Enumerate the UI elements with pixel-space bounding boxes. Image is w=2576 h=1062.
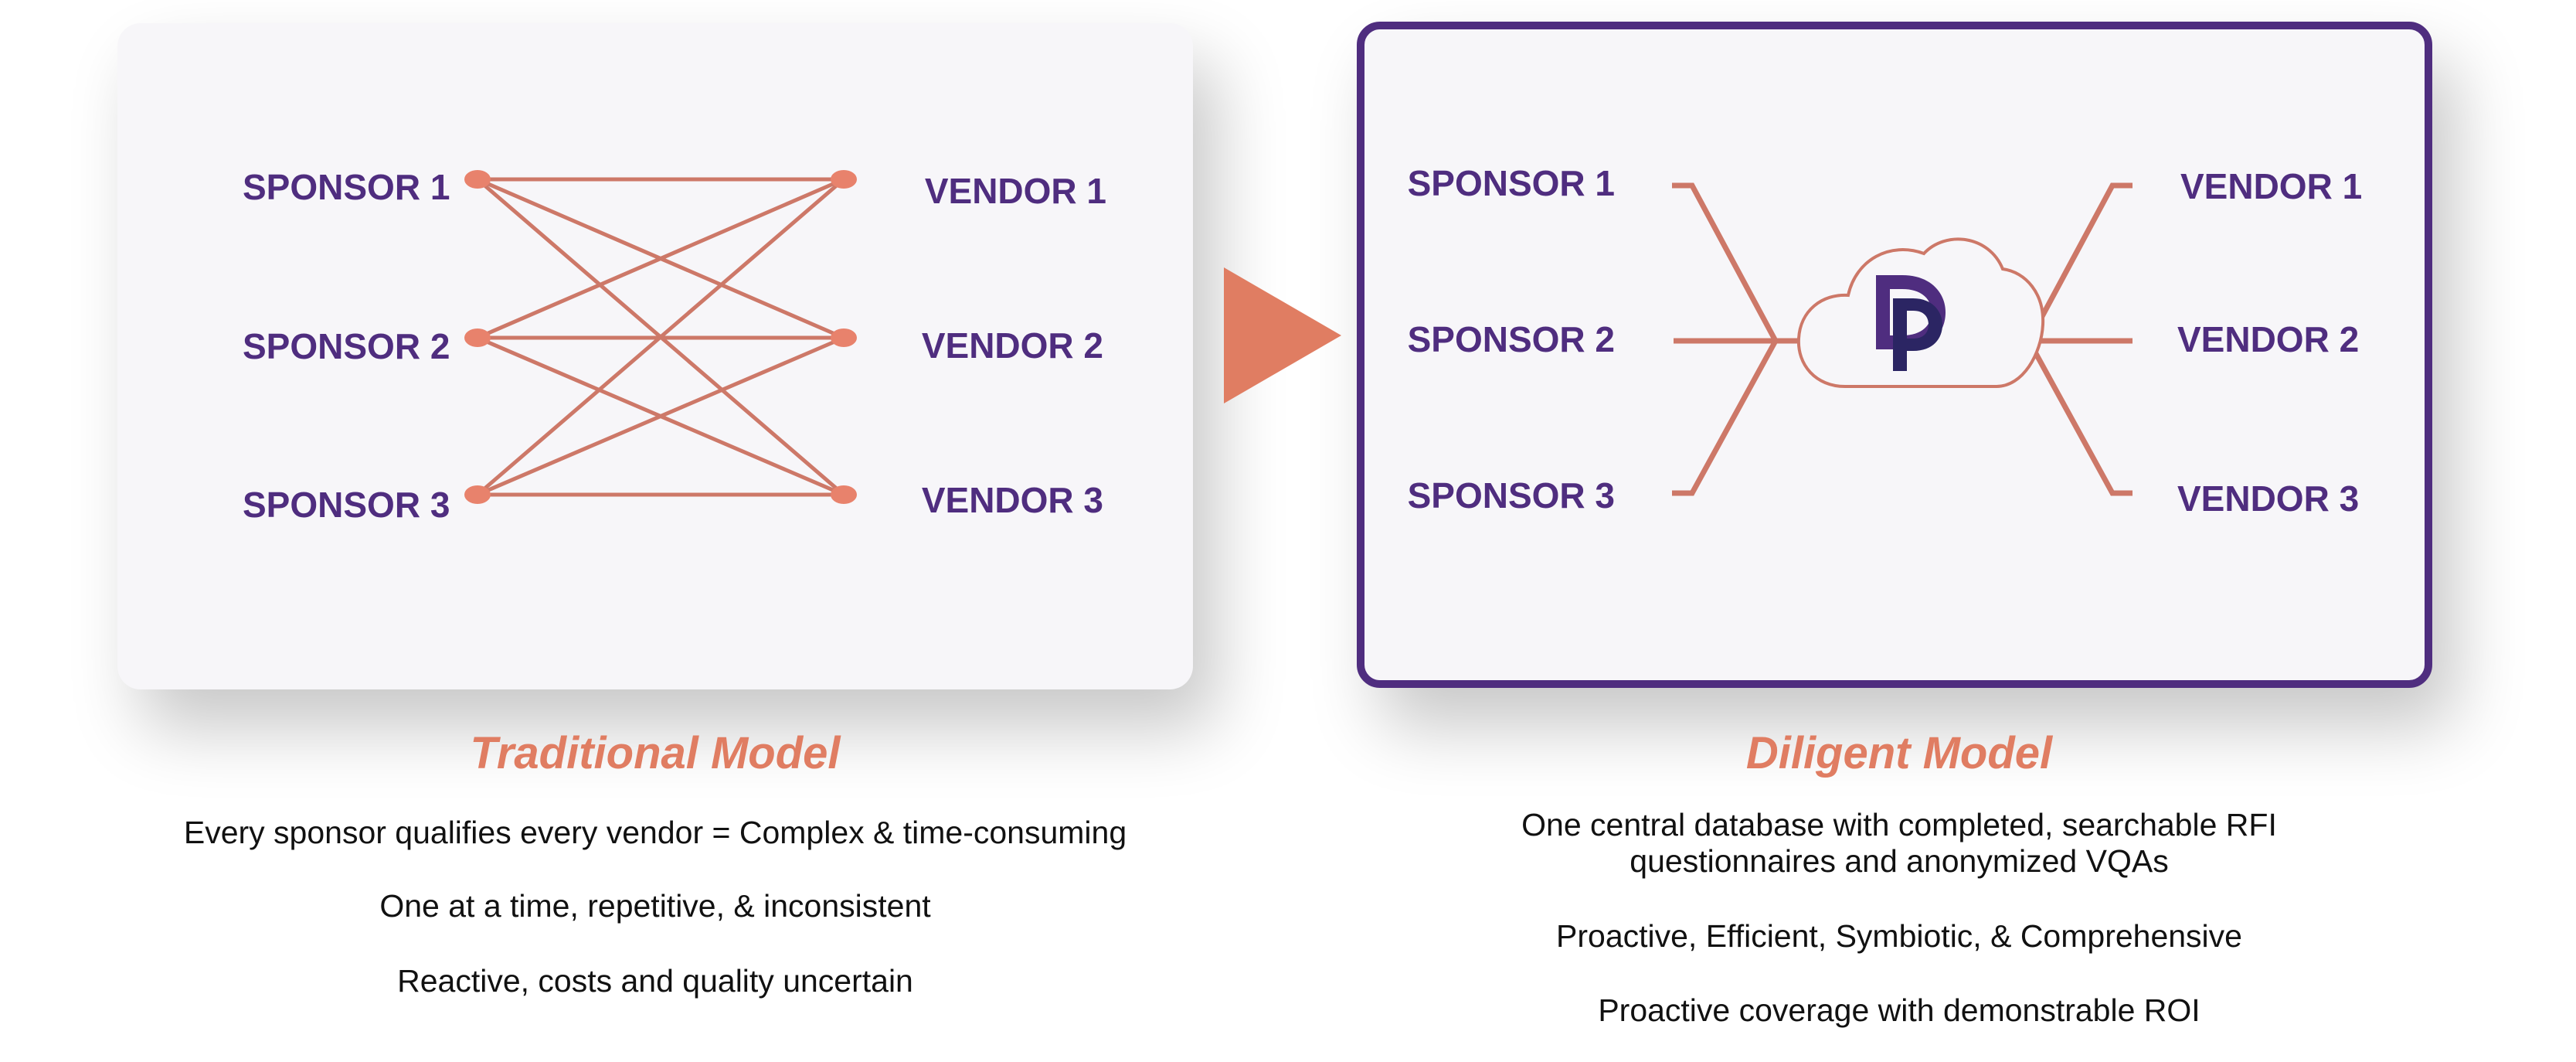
traditional-vendor-2-label: VENDOR 2 [921,325,1103,366]
diligent-desc-1a: One central database with completed, sea… [1521,807,2277,842]
diligent-sponsor-3-label: SPONSOR 3 [1407,475,1615,516]
traditional-sponsor-2-label: SPONSOR 2 [243,326,450,366]
traditional-sponsor-1-label: SPONSOR 1 [243,167,450,207]
diligent-sponsor-2-label: SPONSOR 2 [1407,319,1615,359]
diligent-vendor-1-label: VENDOR 1 [2180,166,2363,206]
diligent-model-title: Diligent Model [1745,728,2053,778]
diligent-desc-2: Proactive, Efficient, Symbiotic, & Compr… [1556,918,2242,954]
diligent-vendor-3-label: VENDOR 3 [2177,478,2360,519]
traditional-vendor-3-label: VENDOR 3 [921,480,1103,520]
diligent-vendor-2-label: VENDOR 2 [2177,319,2360,359]
traditional-desc-3: Reactive, costs and quality uncertain [397,963,913,999]
traditional-vendor-1-label: VENDOR 1 [924,171,1106,211]
diligent-desc-1b: questionnaires and anonymized VQAs [1630,843,2169,879]
traditional-desc-1: Every sponsor qualifies every vendor = C… [183,815,1127,850]
play-triangle-icon [1224,267,1341,403]
traditional-desc-2: One at a time, repetitive, & inconsisten… [379,888,931,924]
traditional-sponsor-3-label: SPONSOR 3 [243,485,450,525]
traditional-model-title: Traditional Model [470,728,841,778]
diligent-desc-3: Proactive coverage with demonstrable ROI [1598,992,2200,1028]
diligent-sponsor-1-label: SPONSOR 1 [1407,163,1615,203]
